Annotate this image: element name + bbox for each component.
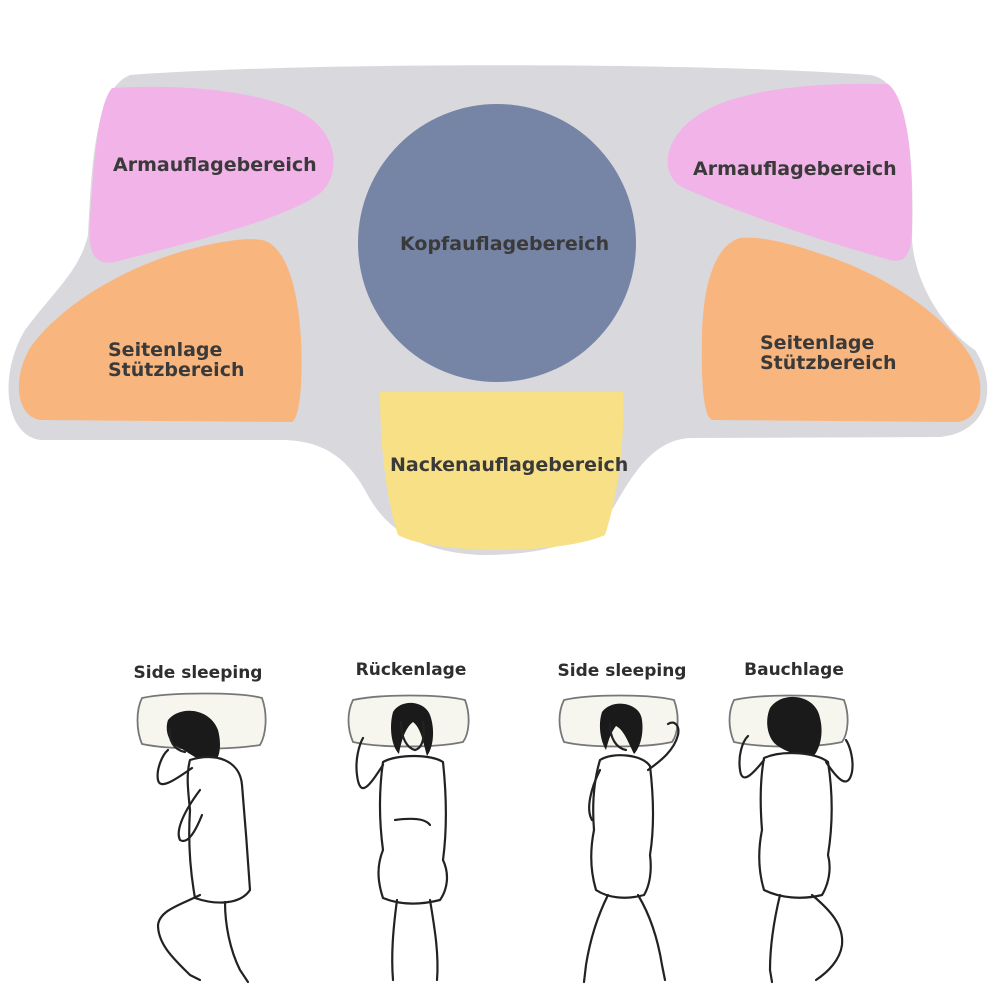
arm: [355, 736, 385, 790]
dress: [186, 755, 252, 904]
dress: [758, 751, 833, 899]
hair: [166, 710, 220, 764]
arm: [646, 721, 680, 772]
dress: [590, 754, 655, 899]
arm: [824, 738, 854, 783]
hair: [599, 703, 643, 754]
label-neck: Nackenauflagebereich: [390, 454, 629, 476]
side-support-zone-right: [701, 237, 981, 422]
side-support-zone-left: [18, 239, 302, 422]
leg: [223, 900, 250, 984]
side-sleeping-woman-figure: [136, 692, 267, 984]
label-side-right: Seitenlage Stützbereich: [760, 333, 896, 373]
leg: [636, 893, 667, 982]
label-arm-right: Armauflagebereich: [693, 158, 897, 180]
leg: [768, 893, 782, 984]
face: [168, 726, 187, 754]
arm: [156, 748, 194, 786]
leg: [582, 893, 610, 984]
neck-zone: [380, 392, 624, 550]
pose-label-1: Side sleeping: [133, 663, 263, 683]
hair: [767, 696, 822, 758]
hair: [391, 702, 434, 756]
label-side-right-line2: Stützbereich: [760, 352, 897, 374]
arm: [588, 768, 602, 822]
arm-zone-left: [89, 86, 334, 263]
leg: [156, 893, 202, 982]
label-side-right-line1: Seitenlage: [760, 332, 875, 354]
head-zone: [358, 104, 636, 382]
face: [608, 722, 628, 752]
arm: [738, 734, 766, 779]
pose-label-3: Side sleeping: [557, 661, 687, 681]
arm-zone-right: [667, 83, 913, 261]
pose-label-2: Rückenlage: [355, 660, 467, 680]
dress: [377, 754, 449, 905]
pose-label-4: Bauchlage: [744, 660, 844, 680]
side-sleeping-woman-figure: [558, 694, 680, 984]
stomach-sleeping-woman-figure: [728, 694, 854, 984]
leg: [810, 893, 844, 982]
label-head: Kopfauflagebereich: [400, 233, 610, 255]
leg: [391, 898, 399, 982]
back-sleeping-woman-figure: [347, 694, 470, 982]
pillow-zone-diagram: [8, 65, 988, 555]
arm: [177, 788, 204, 843]
arm: [393, 817, 432, 827]
label-side-left: Seitenlage Stützbereich: [108, 340, 244, 380]
label-side-left-line1: Seitenlage: [108, 339, 223, 361]
label-arm-left: Armauflagebereich: [113, 154, 317, 176]
label-side-left-line2: Stützbereich: [108, 359, 245, 381]
face: [399, 720, 425, 752]
leg: [428, 898, 439, 982]
